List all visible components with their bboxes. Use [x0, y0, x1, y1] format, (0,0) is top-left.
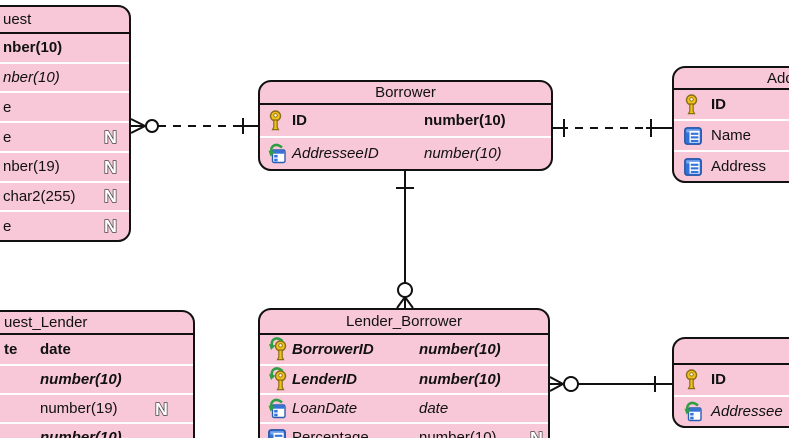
attribute-type: number(10): [40, 429, 122, 438]
attribute-name: ID: [711, 96, 726, 113]
entity-bottom-right[interactable]: ID Addressee: [672, 337, 789, 428]
attribute-name: BorrowerID: [292, 341, 374, 358]
attribute-row[interactable]: LoanDate date: [260, 393, 548, 422]
attribute-name: ID: [292, 112, 307, 129]
entity-lender-borrower[interactable]: Lender_Borrower BorrowerID number(10) Le…: [258, 308, 550, 438]
attribute-type: e: [3, 128, 12, 146]
attribute-row[interactable]: Percentage number(10): [260, 422, 548, 438]
attribute-name: Percentage: [292, 429, 369, 438]
relationship-topleft-borrower[interactable]: [130, 118, 258, 134]
attribute-row[interactable]: LenderID number(10): [260, 364, 548, 393]
entity-title: Lender_Borrower: [260, 310, 548, 335]
column-icon: [684, 157, 702, 176]
attribute-row[interactable]: Address: [674, 150, 789, 181]
attribute-row[interactable]: e: [0, 121, 129, 151]
foreign-key-icon: [268, 143, 288, 164]
nullable-icon: [103, 186, 118, 206]
nullable-icon: [103, 216, 118, 236]
attribute-row[interactable]: e: [0, 210, 129, 240]
attribute-row[interactable]: char2(255): [0, 180, 129, 211]
attribute-type: date: [419, 400, 449, 417]
entity-bottom-left[interactable]: uest_Lender te date number(10) number(19…: [0, 310, 195, 438]
attribute-row[interactable]: ID: [674, 90, 789, 119]
attribute-type: nber(10): [3, 39, 63, 57]
nullable-icon: [529, 428, 544, 438]
entity-top-left[interactable]: uest nber(10) nber(10) e e nber(19) char…: [0, 5, 131, 242]
attribute-row[interactable]: nber(10): [0, 61, 129, 92]
attribute-name: Addressee: [711, 402, 783, 420]
nullable-icon: [103, 157, 118, 177]
attribute-type: number(10): [419, 429, 497, 438]
attribute-type: char2(255): [3, 187, 76, 205]
column-icon: [268, 428, 286, 438]
attribute-row[interactable]: nber(10): [0, 34, 129, 62]
attribute-name: Name: [711, 127, 752, 144]
relationship-lenderborrower-bottomright[interactable]: [549, 376, 672, 392]
attribute-name: te: [4, 341, 18, 358]
entity-title: [674, 339, 789, 365]
attribute-row[interactable]: BorrowerID number(10): [260, 335, 548, 364]
nullable-icon: [154, 399, 169, 418]
attribute-row[interactable]: ID: [674, 365, 789, 395]
entity-borrower[interactable]: Borrower ID number(10) AddresseeID numbe…: [258, 80, 553, 171]
column-icon: [684, 126, 702, 145]
attribute-name: AddresseeID: [292, 145, 379, 162]
attribute-name: Address: [711, 158, 767, 175]
attribute-row[interactable]: Addressee: [674, 394, 789, 427]
attribute-name: LoanDate: [292, 400, 358, 417]
relationship-borrower-addressee[interactable]: [553, 119, 672, 137]
primary-key-icon: [685, 369, 698, 390]
attribute-row[interactable]: AddresseeID number(10): [260, 136, 551, 169]
foreign-primary-key-icon: [268, 367, 289, 392]
attribute-type: number(10): [419, 341, 501, 358]
entity-title: Add: [674, 68, 789, 90]
relationship-borrower-lenderborrower[interactable]: [396, 171, 414, 309]
foreign-primary-key-icon: [268, 337, 289, 362]
foreign-key-icon: [268, 398, 288, 419]
attribute-row[interactable]: number(10): [0, 364, 193, 393]
primary-key-icon: [269, 110, 282, 131]
attribute-type: number(19): [40, 400, 118, 417]
attribute-type: nber(19): [3, 158, 60, 176]
nullable-icon: [103, 127, 118, 147]
attribute-type: e: [3, 217, 12, 235]
foreign-key-icon: [684, 401, 704, 422]
primary-key-icon: [685, 94, 698, 115]
attribute-type: number(10): [424, 145, 502, 162]
attribute-name: LenderID: [292, 371, 358, 388]
attribute-type: e: [3, 98, 12, 116]
entity-title: uest: [0, 7, 129, 34]
attribute-row[interactable]: number(10): [0, 422, 193, 438]
attribute-type: number(10): [424, 112, 506, 129]
attribute-type: number(10): [419, 371, 501, 388]
attribute-row[interactable]: e: [0, 91, 129, 121]
attribute-row[interactable]: ID number(10): [260, 105, 551, 136]
attribute-row[interactable]: Name: [674, 119, 789, 150]
attribute-row[interactable]: nber(19): [0, 150, 129, 181]
attribute-row[interactable]: number(19): [0, 393, 193, 422]
attribute-type: number(10): [40, 371, 122, 388]
entity-title: uest_Lender: [0, 312, 193, 335]
attribute-type: date: [40, 341, 71, 358]
entity-addressee[interactable]: Add ID Name Address: [672, 66, 789, 183]
attribute-name: ID: [711, 371, 726, 389]
entity-title: Borrower: [260, 82, 551, 105]
attribute-row[interactable]: te date: [0, 335, 193, 364]
attribute-type: nber(10): [3, 69, 60, 87]
